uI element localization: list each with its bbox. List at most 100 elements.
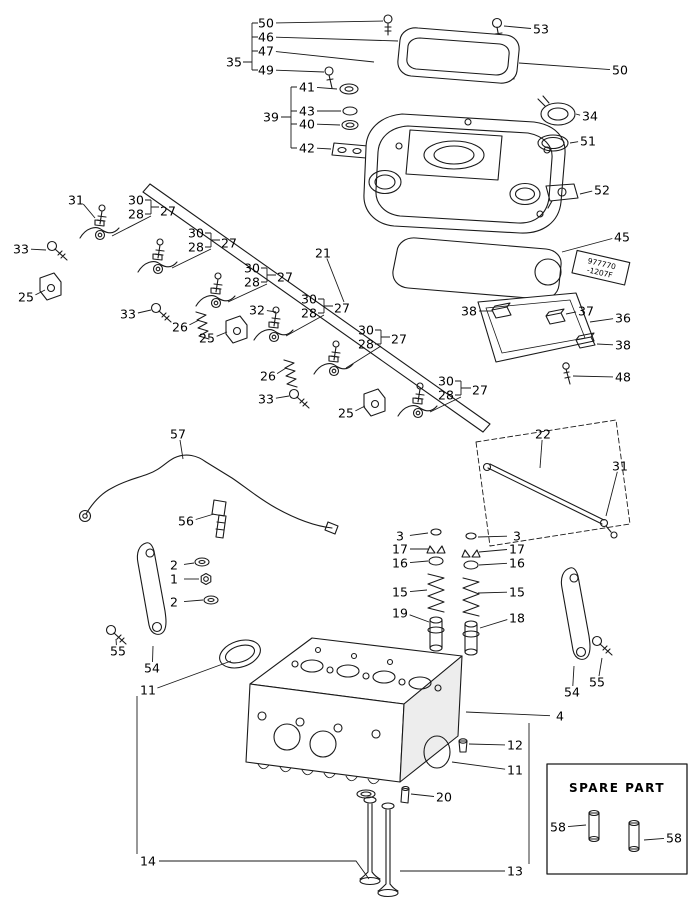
- leader-line: [275, 20, 384, 24]
- callout-13: 13: [507, 864, 523, 879]
- callout-20: 20: [436, 790, 452, 805]
- leader-line: [579, 190, 593, 195]
- callout-17: 17: [509, 542, 525, 557]
- leader-line: [275, 69, 325, 73]
- callout-37: 37: [578, 304, 594, 319]
- callout-33: 33: [13, 242, 29, 257]
- leader-line: [478, 549, 508, 553]
- injection-pipe: [78, 454, 339, 535]
- leader-line: [183, 562, 195, 565]
- leader-line: [137, 309, 152, 314]
- callout-17: 17: [392, 542, 408, 557]
- small-plug: [458, 738, 468, 753]
- o-ring: [537, 134, 569, 152]
- leader-line: [409, 614, 430, 623]
- callout-33: 33: [258, 392, 274, 407]
- leader-line: [575, 113, 581, 116]
- part-number-plate: 977770 -1207F: [571, 249, 631, 286]
- leader-line: [596, 343, 614, 346]
- callout-43: 43: [299, 104, 315, 119]
- bracket-line: [159, 860, 370, 880]
- rocker-arm-assembly: [195, 272, 236, 309]
- leader-line: [465, 711, 551, 717]
- callout-27: 27: [472, 383, 488, 398]
- callout-16: 16: [392, 556, 408, 571]
- callout-48: 48: [615, 370, 631, 385]
- push-rod-group: [475, 419, 631, 547]
- spare-part-title: SPARE PART: [569, 781, 665, 795]
- leader-line: [316, 86, 338, 90]
- leader-line: [477, 535, 508, 538]
- stud-bolt: [562, 362, 571, 385]
- callout-38: 38: [461, 304, 477, 319]
- leader-line: [478, 562, 508, 566]
- callout-58: 58: [550, 820, 566, 835]
- callout-28: 28: [244, 275, 260, 290]
- bracket-line: [281, 86, 297, 149]
- washer: [203, 595, 219, 605]
- rocker-stand: [363, 388, 386, 417]
- callout-41: 41: [299, 80, 315, 95]
- callout-34: 34: [582, 109, 598, 124]
- leader-line: [82, 203, 96, 219]
- leader-line: [468, 743, 506, 746]
- callout-25: 25: [199, 331, 215, 346]
- callout-16: 16: [509, 556, 525, 571]
- callout-27: 27: [221, 236, 237, 251]
- leader-line: [409, 560, 429, 564]
- rocker-stand: [39, 272, 62, 301]
- leader-line: [561, 238, 613, 253]
- callout-55: 55: [589, 675, 605, 690]
- callout-51: 51: [580, 134, 596, 149]
- callout-31: 31: [612, 459, 628, 474]
- rubber-cover-gasket: [392, 237, 562, 300]
- leader-line: [598, 657, 603, 677]
- callout-15: 15: [392, 585, 408, 600]
- callout-50: 50: [612, 63, 628, 78]
- callout-36: 36: [615, 311, 631, 326]
- callout-15: 15: [509, 585, 525, 600]
- callout-3: 3: [513, 529, 521, 544]
- leader-line: [275, 51, 375, 63]
- callout-28: 28: [188, 240, 204, 255]
- leader-line: [589, 318, 614, 323]
- rocker-arm-assembly: [137, 238, 178, 275]
- hex-nut: [200, 572, 212, 586]
- callout-57: 57: [170, 427, 186, 442]
- leader-line: [316, 123, 341, 126]
- washer: [194, 557, 210, 567]
- callout-47: 47: [258, 44, 274, 59]
- valve-seat-ring: [356, 789, 395, 810]
- callout-30: 30: [244, 261, 260, 276]
- head-top-plate: [477, 292, 595, 363]
- callout-31: 31: [68, 193, 84, 208]
- cover-gasket: [397, 27, 520, 84]
- callout-40: 40: [299, 117, 315, 132]
- callout-11: 11: [507, 763, 523, 778]
- leader-line: [409, 589, 428, 593]
- nozzle-holder: [211, 499, 227, 539]
- rocker-shaft: [142, 183, 491, 433]
- callout-2: 2: [170, 595, 178, 610]
- valve-kit-exhaust: [461, 532, 481, 656]
- callout-50: 50: [258, 16, 274, 31]
- leader-line: [195, 513, 215, 520]
- callout-49: 49: [258, 63, 274, 78]
- leader-line: [567, 824, 587, 828]
- leader-line: [518, 62, 611, 71]
- callout-35: 35: [226, 55, 242, 70]
- leader-line: [355, 405, 366, 412]
- leader-line: [275, 395, 290, 399]
- callout-30: 30: [128, 193, 144, 208]
- leader-line: [183, 599, 204, 603]
- leader-line: [539, 439, 543, 469]
- rocker-arm-assembly: [313, 340, 354, 377]
- callout-30: 30: [301, 292, 317, 307]
- callout-42: 42: [299, 141, 315, 156]
- stand-bolt: [46, 240, 68, 261]
- leader-line: [157, 660, 232, 689]
- dowel-pin: [400, 785, 410, 804]
- leader-line: [409, 532, 429, 536]
